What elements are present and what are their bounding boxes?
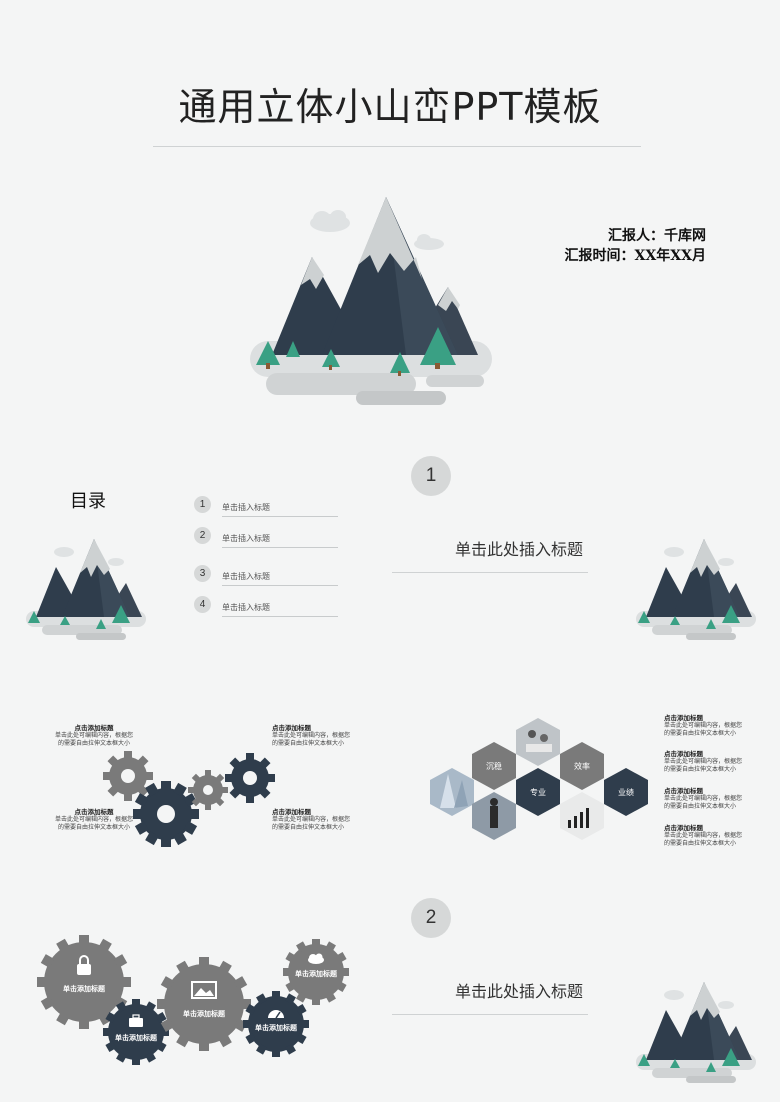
reporter-label: 汇报人： (608, 228, 664, 244)
block-line: 的需要自由拉伸文本框大小 (664, 767, 737, 773)
block-heading: 点击添加标题 (272, 809, 311, 816)
reporter-name: 千库网 (664, 228, 706, 244)
section-title-2[interactable]: 单击此处插入标题 (454, 984, 583, 1001)
gear-icon-lock: 单击添加标题 (37, 935, 131, 1029)
page-title: 通用立体小山峦PPT模板 (178, 85, 602, 129)
dashboard-icon (268, 1010, 284, 1019)
text-block-gear-3[interactable]: 点击添加标题 单击此处可编辑内容，根据您 的需要自由拉伸文本框大小 (38, 806, 150, 832)
toc-item-label: 单击插入标题 (222, 533, 338, 548)
gear-label: 单击添加标题 (63, 984, 106, 993)
text-block-hex-1[interactable]: 点击添加标题 单击此处可编辑内容，根据您 的需要自由拉伸文本框大小 (664, 712, 764, 738)
hex-calm (472, 742, 516, 790)
block-line: 单击此处可编辑内容，根据您 (664, 723, 743, 729)
hex-label-performance: 业绩 (618, 787, 634, 797)
gear-icon (225, 753, 275, 803)
gear-icon (133, 781, 199, 847)
text-block-gear-2[interactable]: 点击添加标题 单击此处可编辑内容，根据您 的需要自由拉伸文本框大小 (272, 722, 384, 748)
block-heading: 点击添加标题 (664, 715, 703, 722)
gear-icon (103, 751, 153, 801)
toc-item-label: 单击插入标题 (222, 602, 338, 617)
photo-hex-meeting (516, 718, 560, 766)
gear-icon (188, 770, 228, 810)
block-line: 单击此处可编辑内容，根据您 (272, 817, 351, 823)
toc-item-label: 单击插入标题 (222, 571, 338, 586)
block-line: 单击此处可编辑内容，根据您 (664, 796, 743, 802)
section-number-2: 2 (411, 898, 451, 938)
block-line: 单击此处可编辑内容，根据您 (272, 733, 351, 739)
block-heading: 点击添加标题 (272, 725, 311, 732)
block-heading: 点击添加标题 (664, 751, 703, 758)
toc-number-badge: 1 (194, 496, 211, 513)
section-number-1: 1 (411, 456, 451, 496)
toc-item-label: 单击插入标题 (222, 502, 338, 517)
block-heading: 点击添加标题 (74, 725, 114, 732)
block-line: 的需要自由拉伸文本框大小 (272, 825, 345, 831)
gear-label: 单击添加标题 (115, 1033, 158, 1042)
mountain-illustration-small-bottom (636, 982, 756, 1083)
title-divider (153, 146, 641, 147)
block-line: 单击此处可编辑内容，根据您 (54, 733, 133, 739)
block-line: 的需要自由拉伸文本框大小 (664, 841, 737, 847)
block-heading: 点击添加标题 (664, 825, 703, 832)
gears-illustration (103, 751, 275, 847)
gear-icon-cloud: 单击添加标题 (283, 939, 349, 1005)
reporter-info: 汇报人：千库网 汇报时间：XX年XX月 (520, 226, 706, 266)
hex-performance (604, 768, 648, 816)
gear-label: 单击添加标题 (295, 969, 338, 978)
mountain-illustration-large (250, 197, 492, 405)
hex-label-professional: 专业 (530, 787, 546, 797)
text-block-hex-4[interactable]: 点击添加标题 单击此处可编辑内容，根据您 的需要自由拉伸文本框大小 (664, 822, 764, 848)
block-line: 单击此处可编辑内容，根据您 (664, 833, 743, 839)
hex-label-calm: 沉稳 (486, 761, 502, 771)
gear-icon-image: 单击添加标题 (157, 957, 251, 1051)
hexagon-cluster: 沉稳 效率 专业 业绩 (430, 718, 648, 840)
toc-heading: 目录 (70, 491, 106, 511)
block-heading: 点击添加标题 (74, 809, 114, 816)
text-block-gear-4[interactable]: 点击添加标题 单击此处可编辑内容，根据您 的需要自由拉伸文本框大小 (272, 806, 384, 832)
toc-number-badge: 2 (194, 527, 211, 544)
mountain-illustration-small-right (636, 539, 756, 640)
hex-efficiency (560, 742, 604, 790)
lock-icon (77, 955, 91, 975)
report-time-label: 汇报时间： (564, 248, 635, 264)
gear-icon-briefcase: 单击添加标题 (103, 999, 169, 1065)
block-line: 的需要自由拉伸文本框大小 (272, 741, 345, 747)
briefcase-icon (129, 1014, 143, 1027)
mountain-illustration-small-left (26, 539, 146, 640)
block-line: 的需要自由拉伸文本框大小 (664, 731, 737, 737)
section-title-1[interactable]: 单击此处插入标题 (454, 542, 583, 559)
text-block-gear-1[interactable]: 点击添加标题 单击此处可编辑内容，根据您 的需要自由拉伸文本框大小 (38, 722, 150, 748)
cloud-icon (308, 953, 324, 964)
gear-label: 单击添加标题 (183, 1009, 226, 1018)
hex-professional (516, 768, 560, 816)
block-line: 单击此处可编辑内容，根据您 (54, 817, 133, 823)
block-line: 单击此处可编辑内容，根据您 (664, 759, 743, 765)
report-time-value: XX年XX月 (634, 248, 706, 264)
block-heading: 点击添加标题 (664, 788, 703, 795)
gear-label: 单击添加标题 (255, 1023, 298, 1032)
image-icon (191, 981, 217, 999)
gear-icons-illustration: 单击添加标题 单击添加标题 (37, 935, 349, 1065)
gear-icon-dashboard: 单击添加标题 (243, 991, 309, 1057)
block-line: 的需要自由拉伸文本框大小 (664, 804, 737, 810)
hex-label-efficiency: 效率 (574, 761, 590, 771)
block-line: 的需要自由拉伸文本框大小 (57, 741, 130, 747)
text-block-hex-2[interactable]: 点击添加标题 单击此处可编辑内容，根据您 的需要自由拉伸文本框大小 (664, 748, 764, 774)
section-divider-2 (392, 1014, 588, 1015)
block-line: 的需要自由拉伸文本框大小 (57, 825, 130, 831)
text-block-hex-3[interactable]: 点击添加标题 单击此处可编辑内容，根据您 的需要自由拉伸文本框大小 (664, 785, 764, 811)
section-divider-1 (392, 572, 588, 573)
toc-number-badge: 3 (194, 565, 211, 582)
toc-number-badge: 4 (194, 596, 211, 613)
